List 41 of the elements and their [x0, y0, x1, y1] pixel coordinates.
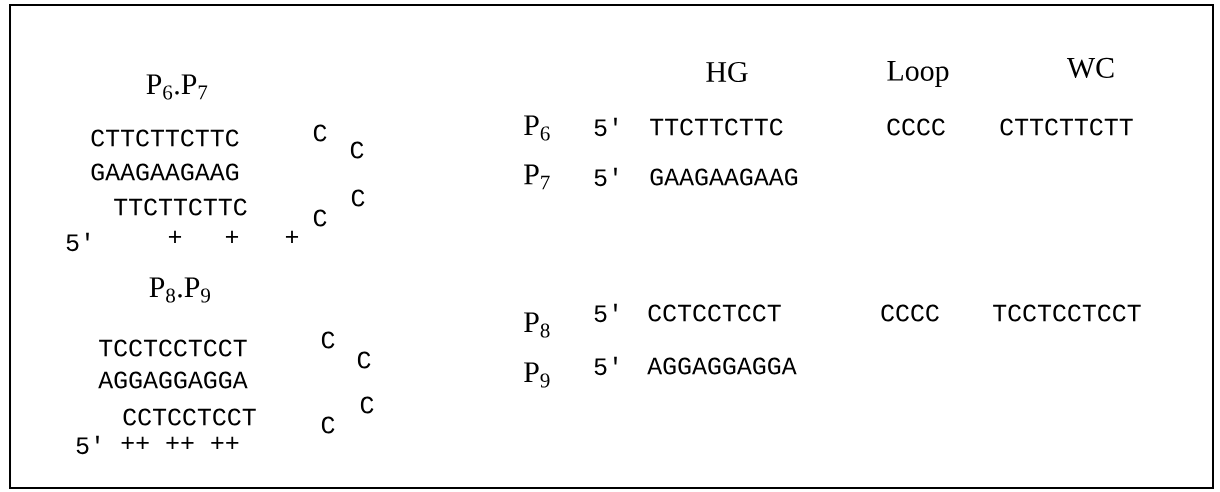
sequence-text: AGGAGGAGGA: [98, 371, 248, 389]
sequence-text: CTTCTTCTT: [1000, 118, 1133, 136]
sequence-text: GAAGAAGAAG: [650, 168, 798, 186]
strand-label: P$_{9}$: [524, 362, 550, 388]
sequence-text: AGGAGGAGGA: [647, 357, 797, 375]
loop-base: C: [313, 124, 327, 142]
charge-mark: +: [225, 230, 239, 243]
loop-base: C: [321, 416, 335, 434]
charge-mark: +: [168, 230, 182, 243]
charge-mark-row: ++ ++ ++: [121, 436, 239, 449]
prime-label: 5': [594, 167, 617, 187]
loop-base: C: [313, 209, 327, 227]
strand-label: P$_{8}$: [524, 312, 550, 338]
sequence-text: CCTCCTCCT: [648, 304, 781, 322]
prime-label: 5': [594, 356, 617, 376]
strand-label: P$_{6}$: [524, 115, 550, 141]
loop-base: C: [357, 351, 371, 369]
pair-heading: P$_{8}$.P$_{9}$: [149, 277, 210, 303]
sequence-text: TTCTTCTTC: [114, 198, 247, 216]
sequence-text: CCTCCTCCT: [123, 408, 256, 426]
sequence-text: CCCC: [881, 304, 939, 322]
column-heading: WC: [1066, 57, 1114, 79]
loop-base: C: [350, 141, 364, 159]
sequence-text: CCCC: [887, 118, 945, 136]
pair-heading: P$_{6}$.P$_{7}$: [146, 74, 208, 100]
loop-base: C: [360, 396, 374, 414]
sequence-text: GAAGAAGAAG: [91, 163, 239, 181]
sequence-text: CTTCTTCTTC: [91, 129, 239, 147]
prime-label: 5': [66, 232, 89, 252]
sequence-text: TCCTCCTCCT: [993, 304, 1141, 322]
sequence-text: TTCTTCTTC: [650, 118, 783, 136]
loop-base: C: [321, 331, 335, 349]
sequence-text: TCCTCCTCCT: [99, 339, 247, 357]
prime-label: 5': [594, 303, 617, 323]
prime-label: 5': [76, 435, 99, 455]
charge-mark: +: [285, 230, 299, 243]
loop-base: C: [351, 189, 365, 207]
column-heading: Loop: [887, 61, 949, 87]
prime-label: 5': [594, 117, 617, 137]
strand-label: P$_{7}$: [524, 164, 550, 190]
column-heading: HG: [706, 61, 748, 83]
